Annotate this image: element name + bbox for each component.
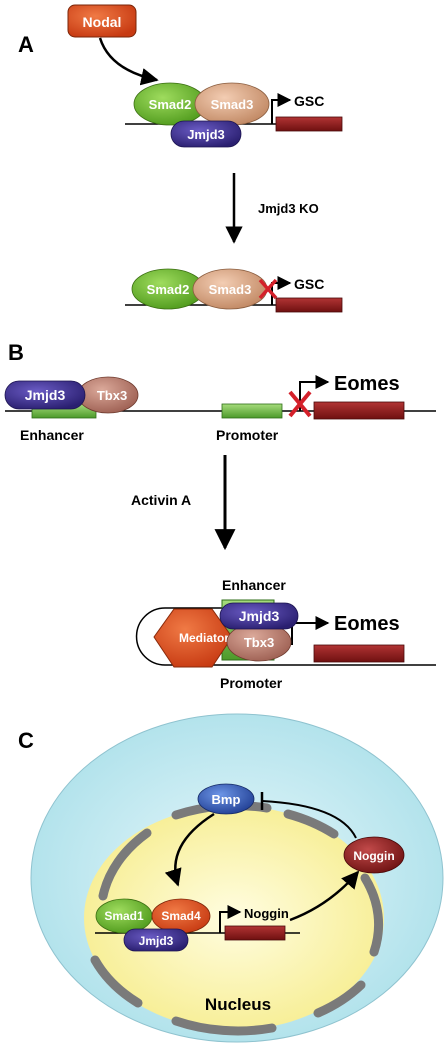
mediator-complex [153,608,233,668]
jmjd3-label-b: Jmjd3 [25,387,66,403]
nodal-signal: Nodal [67,4,137,38]
gsc-gene-box [275,116,343,132]
gsc-gene-box-ko [275,297,343,313]
bmp-to-nucleus-arrow [164,812,215,887]
tbx3-label-2: Tbx3 [244,635,274,650]
panel-label-a: A [18,32,34,57]
jmjd3-label: Jmjd3 [187,127,225,142]
nodal-arrow [98,37,159,86]
smad4-label: Smad4 [161,909,201,923]
jmjd3-protein-b [4,380,86,410]
eomes-gene-box-2 [313,644,405,663]
tss-arrow-b2 [291,616,330,645]
eomes-gene-box [313,401,405,420]
eomes-label-2: Eomes [334,613,400,635]
enhancer-label: Enhancer [20,427,84,443]
dna-loop [135,607,436,666]
nucleus-label: Nucleus [205,995,271,1014]
gsc-label: GSC [294,93,324,109]
tss-arrow-a1 [271,93,292,124]
promoter-label: Promoter [216,427,279,443]
panel-label-b: B [8,340,24,365]
smad3-label: Smad3 [211,97,254,112]
promoter-label-2: Promoter [220,675,283,691]
bmp-ligand [197,783,255,815]
jmjd3-protein-b2 [219,602,299,630]
promoter-element [221,403,283,419]
block-x-icon-b [288,390,312,418]
tss-arrow-c [219,905,242,933]
jmjd3-label-b2: Jmjd3 [239,608,280,624]
gsc-label-ko: GSC [294,276,324,292]
eomes-label: Eomes [334,373,400,395]
smad1-label: Smad1 [104,909,144,923]
bmp-label: Bmp [212,792,241,807]
enhancer-label-2: Enhancer [222,577,286,593]
nodal-label: Nodal [83,14,122,30]
noggin-gene-label: Noggin [244,906,289,921]
ko-label: Jmjd3 KO [258,201,319,216]
nuclear-envelope [90,801,384,1036]
jmjd3-label-c: Jmjd3 [139,934,174,948]
smad3-label-ko: Smad3 [209,282,252,297]
activin-label: Activin A [131,492,191,508]
tbx3-label: Tbx3 [97,388,127,403]
noggin-protein-label: Noggin [353,849,394,863]
noggin-gene-box [224,925,286,941]
smad2-label-ko: Smad2 [147,282,190,297]
noggin-protein [343,836,405,874]
block-x-icon-a [258,278,278,300]
noggin-export-arrow [289,870,360,922]
panel-label-c: C [18,728,34,753]
mediator-label: Mediator [179,631,229,645]
smad2-label: Smad2 [149,97,192,112]
jmjd3-protein [170,120,242,148]
jmjd3-protein-c [123,928,189,952]
inhibition-arc [261,800,357,839]
